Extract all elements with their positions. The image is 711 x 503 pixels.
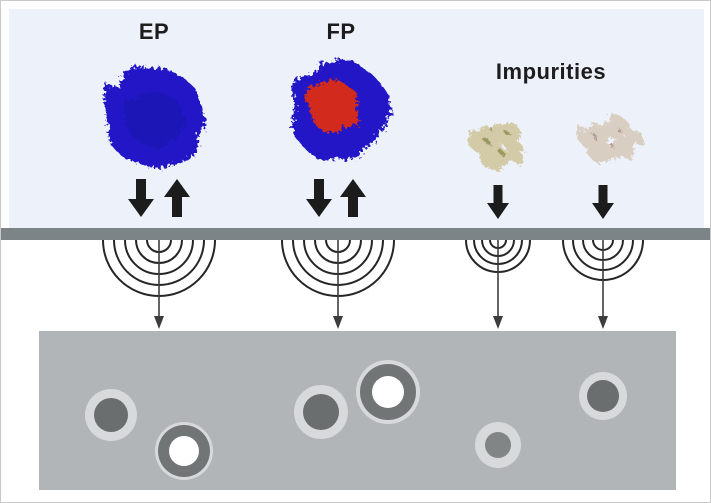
pore-core bbox=[587, 380, 619, 412]
fp-down-arrow bbox=[306, 179, 332, 217]
transfer-arrow-head bbox=[333, 316, 343, 329]
pore-core bbox=[485, 432, 511, 458]
transfer-arrow-fp bbox=[333, 240, 343, 329]
impurity1-lobe bbox=[503, 142, 525, 162]
impurity1-speckle bbox=[506, 132, 510, 136]
transfer-arrow-impurity1 bbox=[493, 240, 503, 329]
exchange-arrows bbox=[128, 179, 614, 219]
impurity1-speckle bbox=[485, 139, 491, 145]
impurity-particle-1 bbox=[468, 121, 525, 170]
impurity2-lobe bbox=[602, 117, 630, 139]
transfer-arrow-impurity2 bbox=[598, 240, 608, 329]
membrane-bar bbox=[1, 228, 710, 240]
impurity1-lobe bbox=[480, 146, 510, 170]
impurity1-down-arrow bbox=[487, 185, 509, 219]
impurity1-speckle bbox=[498, 149, 502, 153]
pore-core bbox=[303, 394, 339, 430]
transfer-arrow-ep bbox=[154, 240, 164, 329]
transfer-arrow-head bbox=[598, 316, 608, 329]
fp-up-arrow bbox=[340, 179, 366, 217]
transfer-arrow-head bbox=[154, 316, 164, 329]
ep-up-arrow bbox=[164, 179, 190, 217]
pore-filled-2 bbox=[294, 385, 348, 439]
ep-down-arrow bbox=[128, 179, 154, 217]
polymer-box bbox=[39, 331, 676, 490]
pore-core bbox=[169, 436, 199, 466]
impurity2-lobe bbox=[578, 123, 608, 149]
pore-core bbox=[372, 376, 404, 408]
impurity1-speckle bbox=[490, 128, 494, 132]
pore-filled-3 bbox=[475, 422, 521, 468]
impurity2-lobe bbox=[589, 143, 615, 163]
impurity2-lobe bbox=[626, 129, 642, 145]
pore-empty-2 bbox=[356, 360, 420, 424]
label-impurities: Impurities bbox=[495, 59, 607, 84]
impurity-particle-2 bbox=[578, 117, 642, 163]
impurity2-down-arrow bbox=[592, 185, 614, 219]
label-fp: FP bbox=[326, 19, 356, 44]
fp-particle-red-core bbox=[308, 81, 360, 133]
fp-particle bbox=[289, 62, 389, 162]
ep-particle bbox=[104, 68, 204, 168]
transfer-arrow-head bbox=[493, 316, 503, 329]
impurity2-speckle bbox=[609, 143, 615, 149]
pore-empty-1 bbox=[155, 422, 213, 480]
label-ep: EP bbox=[138, 19, 170, 44]
impurity2-speckle bbox=[593, 135, 599, 141]
pore-filled-4 bbox=[579, 372, 627, 420]
pore-core bbox=[94, 398, 128, 432]
ep-particle-core bbox=[126, 90, 182, 146]
impurity2-speckle bbox=[618, 129, 622, 133]
pore-filled-1 bbox=[85, 389, 137, 441]
